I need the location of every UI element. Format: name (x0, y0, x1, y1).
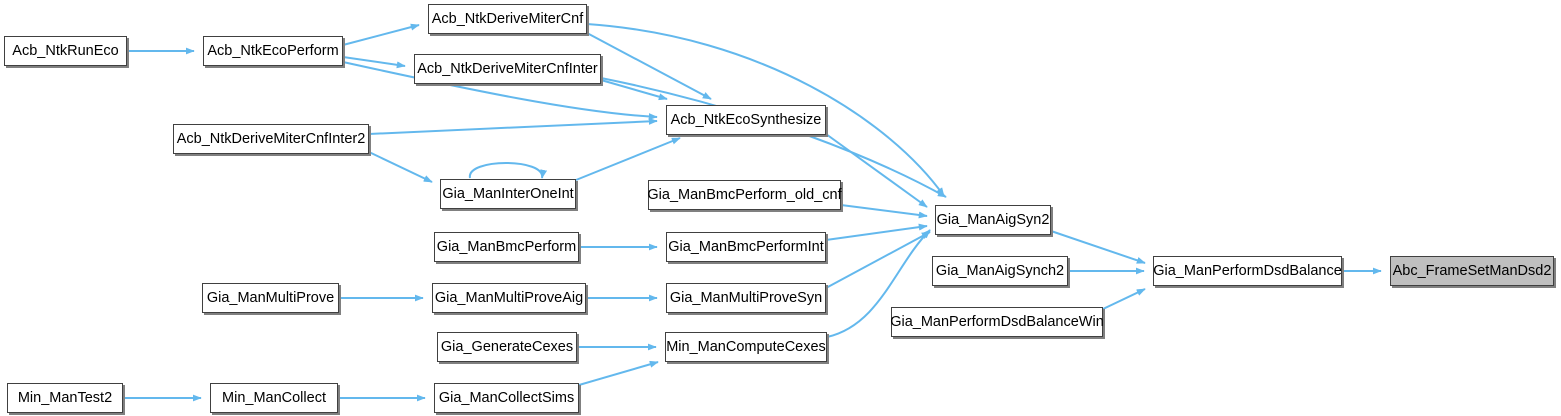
edge-min_mancomputecexes-gia_manaigsyn2 (826, 229, 931, 338)
graph-node-label: Acb_NtkDeriveMiterCnfInter2 (176, 130, 366, 147)
graph-node-label: Acb_NtkEcoPerform (207, 42, 339, 59)
graph-node-gia_manaigsyn2[interactable]: Gia_ManAigSyn2 (935, 205, 1051, 235)
edge-acb_ntkderivemitercnf-acb_ntkecosynthesize (586, 32, 712, 100)
graph-node-gia_manbmcperform_old_cnf[interactable]: Gia_ManBmcPerform_old_cnf (647, 180, 842, 210)
graph-node-label: Gia_ManMultiProveAig (434, 289, 584, 306)
graph-node-gia_manperformdsdbalance[interactable]: Gia_ManPerformDsdBalance (1153, 256, 1342, 286)
graph-node-gia_manbmcperform[interactable]: Gia_ManBmcPerform (434, 232, 579, 262)
edge-acb_ntkecosynthesize-gia_manaigsyn2 (825, 133, 928, 208)
edge-gia_maninteroneint-acb_ntkecosynthesize (575, 137, 681, 181)
graph-node-label: Gia_GenerateCexes (440, 338, 574, 355)
graph-node-min_mantest2[interactable]: Min_ManTest2 (7, 383, 123, 413)
graph-node-label: Gia_ManPerformDsdBalanceWin (890, 313, 1104, 330)
graph-node-label: Min_ManCollect (222, 389, 326, 406)
graph-node-label: Gia_ManBmcPerform (436, 238, 577, 255)
graph-node-label: Acb_NtkDeriveMiterCnfInter (417, 60, 598, 77)
graph-node-gia_manmultiproveaig[interactable]: Gia_ManMultiProveAig (432, 283, 586, 313)
edge-gia_manmultiprovesyn-gia_manaigsyn2 (825, 231, 931, 289)
graph-node-label: Min_ManComputeCexes (666, 338, 826, 355)
graph-node-acb_ntkecoperform[interactable]: Acb_NtkEcoPerform (203, 36, 343, 66)
graph-node-acb_ntkecosynthesize[interactable]: Acb_NtkEcoSynthesize (666, 105, 826, 135)
graph-node-label: Acb_NtkEcoSynthesize (670, 111, 822, 128)
edge-gia_manaigsyn2-gia_manperformdsdbalance (1050, 230, 1146, 264)
graph-node-label: Gia_ManMultiProveSyn (669, 289, 823, 306)
edge-gia_maninteroneint-self (469, 162, 548, 179)
edge-gia_manbmcperform_old_cnf-gia_manaigsyn2 (840, 204, 928, 219)
graph-node-label: Acb_NtkRunEco (12, 42, 119, 59)
graph-node-gia_manbmcperformint[interactable]: Gia_ManBmcPerformInt (666, 232, 826, 262)
graph-node-label: Gia_ManBmcPerformInt (668, 238, 824, 255)
edge-gia_manbmcperformint-gia_manaigsyn2 (825, 223, 928, 241)
graph-node-label: Gia_ManBmcPerform_old_cnf (647, 186, 842, 203)
edge-acb_ntkecoperform-acb_ntkderivemitercnf (342, 23, 420, 46)
graph-node-acb_ntkderivemitercnfinter2[interactable]: Acb_NtkDeriveMiterCnfInter2 (173, 124, 369, 154)
graph-node-abc_framesetmandsd2[interactable]: Abc_FrameSetManDsd2 (1390, 256, 1554, 286)
graph-node-acb_ntkderivemitercnf[interactable]: Acb_NtkDeriveMiterCnf (428, 4, 587, 34)
edge-acb_ntkderivemitercnfinter2-gia_maninteroneint (368, 151, 433, 183)
graph-node-label: Abc_FrameSetManDsd2 (1392, 262, 1552, 279)
graph-node-min_mancollect[interactable]: Min_ManCollect (210, 383, 338, 413)
edge-acb_ntkderivemitercnfinter-acb_ntkecosynthesize (600, 79, 668, 101)
edge-acb_ntkecoperform-acb_ntkderivemitercnfinter (342, 56, 406, 69)
graph-node-acb_ntkderivemitercnfinter[interactable]: Acb_NtkDeriveMiterCnfInter (414, 54, 601, 84)
graph-node-label: Min_ManTest2 (17, 389, 113, 406)
graph-node-label: Gia_ManCollectSims (438, 389, 575, 406)
graph-node-gia_maninteroneint[interactable]: Gia_ManInterOneInt (440, 179, 576, 209)
edge-gia_manperformdsdbalancewin-gia_manperformdsdbalance (1102, 288, 1146, 310)
edge-acb_ntkderivemitercnfinter2-acb_ntkecosynthesize (368, 117, 658, 135)
graph-node-acb_ntkruneco[interactable]: Acb_NtkRunEco (4, 36, 127, 66)
graph-node-gia_manmultiprove[interactable]: Gia_ManMultiProve (202, 283, 339, 313)
graph-node-gia_manmultiprovesyn[interactable]: Gia_ManMultiProveSyn (666, 283, 826, 313)
graph-node-gia_generatecexes[interactable]: Gia_GenerateCexes (437, 332, 577, 362)
graph-node-gia_mancollectsims[interactable]: Gia_ManCollectSims (434, 383, 579, 413)
graph-node-label: Gia_ManAigSyn2 (936, 211, 1050, 228)
edge-acb_ntkderivemitercnf-gia_manaigsyn2 (586, 23, 945, 197)
graph-node-min_mancomputecexes[interactable]: Min_ManComputeCexes (665, 332, 827, 362)
graph-node-gia_manperformdsdbalancewin[interactable]: Gia_ManPerformDsdBalanceWin (890, 307, 1104, 337)
graph-node-label: Acb_NtkDeriveMiterCnf (431, 10, 584, 27)
graph-node-label: Gia_ManMultiProve (206, 289, 335, 306)
edge-acb_ntkderivemitercnfinter-gia_manaigsyn2 (600, 77, 947, 198)
edge-gia_mancollectsims-min_mancomputecexes (578, 360, 659, 386)
graph-node-label: Gia_ManPerformDsdBalance (1153, 262, 1342, 279)
graph-node-label: Gia_ManAigSynch2 (935, 262, 1065, 279)
graph-node-label: Gia_ManInterOneInt (442, 185, 574, 202)
graph-node-gia_manaigsynch2[interactable]: Gia_ManAigSynch2 (932, 256, 1068, 286)
edge-acb_ntkecoperform-acb_ntkecosynthesize (342, 61, 658, 121)
